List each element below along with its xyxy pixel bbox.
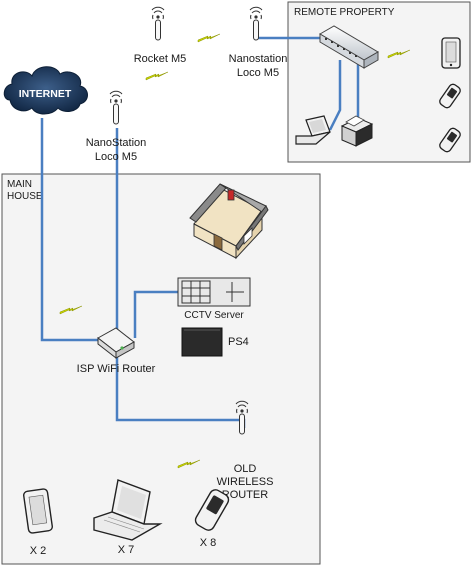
laptop-icon [295, 115, 331, 145]
link-router-cctv [133, 290, 180, 338]
wireless-bolt-icon [145, 71, 169, 81]
old-router-label-line2: WIRELESS [217, 476, 274, 488]
antenna-icon [151, 6, 165, 41]
internet-label: INTERNET [19, 88, 72, 100]
router-icon [97, 327, 135, 360]
remote-property-title: REMOTE PROPERTY [294, 7, 395, 18]
main-house-title-line2: HOUSE [7, 191, 43, 202]
link-switch-laptop [328, 60, 342, 131]
laptop-icon [93, 479, 163, 541]
main-house-title-line1: MAIN [7, 179, 32, 190]
main-house-region [1, 173, 321, 565]
antenna-icon [109, 90, 123, 125]
rocket-m5-label: Rocket M5 [134, 53, 187, 65]
phone-icon [194, 489, 230, 531]
nanostation-main-label-line1: NanoStation [86, 137, 147, 149]
old-router-label-line1: OLD [234, 463, 257, 475]
tablet-icon [441, 37, 461, 69]
house-icon [189, 183, 269, 260]
link-internet-router [40, 118, 100, 342]
laptop-count: X 7 [118, 544, 135, 556]
nanostation-remote-label-line2: Loco M5 [237, 67, 279, 79]
server-icon [177, 277, 251, 307]
tablet-icon [23, 488, 53, 534]
console-icon [181, 327, 223, 357]
tablet-count: X 2 [30, 545, 47, 557]
ps4-label: PS4 [228, 336, 249, 348]
antenna-icon [249, 6, 263, 41]
cctv-server-label: CCTV Server [184, 310, 244, 321]
isp-router-label: ISP WiFi Router [77, 363, 156, 375]
printer-icon [340, 115, 374, 147]
nanostation-main-label-line2: Loco M5 [95, 151, 137, 163]
nanostation-remote-label-line1: Nanostation [229, 53, 288, 65]
switch-icon [319, 25, 379, 69]
phone-count: X 8 [200, 537, 217, 549]
cloud-icon [3, 66, 88, 115]
old-router-label-line3: ROUTER [222, 489, 269, 501]
wireless-bolt-icon [197, 33, 221, 43]
